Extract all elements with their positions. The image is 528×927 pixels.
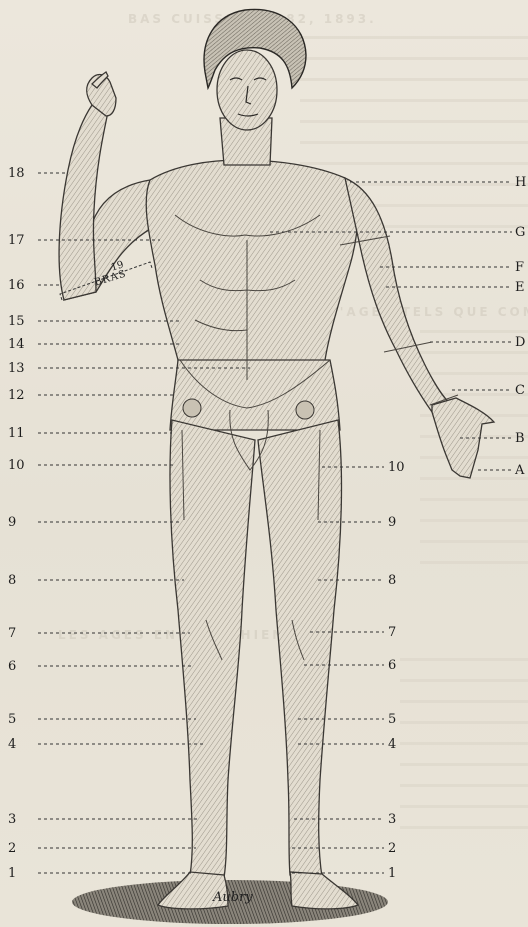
left-label-13: 13 [8,361,25,376]
leg-left [170,420,255,878]
left-label-10: 10 [8,458,25,473]
right-label-1: 1 [388,866,396,881]
left-label-11: 11 [8,426,25,441]
lowered-arm [345,178,452,412]
right-label-F: F [515,260,524,275]
left-label-4: 4 [8,737,16,752]
right-label-9: 9 [388,515,396,530]
engraver-signature: Aubry [213,890,253,905]
left-label-9: 9 [8,515,16,530]
left-label-2: 2 [8,841,16,856]
left-label-16: 16 [8,278,25,293]
right-label-H: H [515,175,526,190]
left-label-3: 3 [8,812,16,827]
left-label-8: 8 [8,573,16,588]
left-label-5: 5 [8,712,16,727]
right-label-7: 7 [388,625,396,640]
right-label-A: A [515,463,524,478]
right-label-8: 8 [388,573,396,588]
right-label-6: 6 [388,658,396,673]
right-label-5: 5 [388,712,396,727]
left-label-14: 14 [8,337,25,352]
left-label-6: 6 [8,659,16,674]
left-label-1: 1 [8,866,16,881]
right-label-D: D [515,335,525,350]
right-label-4: 4 [388,737,396,752]
right-label-B: B [515,431,525,446]
body [59,50,494,909]
right-label-G: G [515,225,525,240]
left-label-7: 7 [8,626,16,641]
left-label-15: 15 [8,314,25,329]
left-label-18: 18 [8,166,25,181]
pelvis [170,360,340,430]
right-label-10: 10 [388,460,405,475]
right-label-E: E [515,280,525,295]
right-label-2: 2 [388,841,396,856]
right-label-C: C [515,383,525,398]
left-label-17: 17 [8,233,25,248]
right-label-3: 3 [388,812,396,827]
left-label-12: 12 [8,388,25,403]
